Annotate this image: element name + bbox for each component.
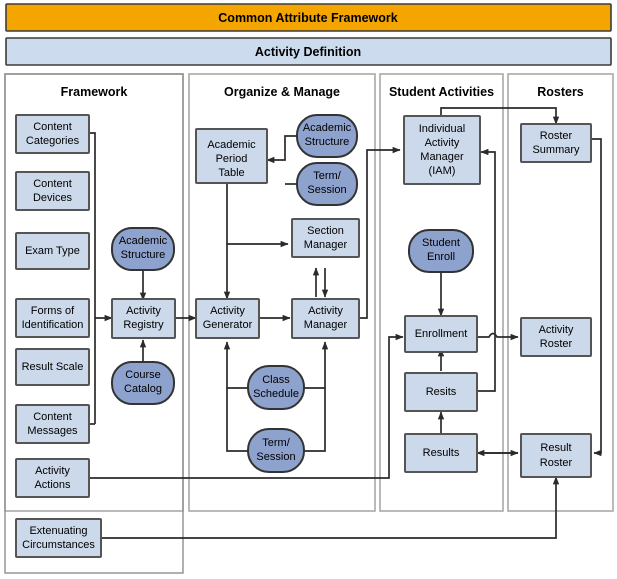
node-content-messages[interactable]: Content Messages <box>15 404 90 444</box>
node-label: Schedule <box>253 388 299 400</box>
node-class-schedule[interactable]: Class Schedule <box>247 365 305 410</box>
node-course-catalog[interactable]: Course Catalog <box>111 361 175 405</box>
node-label: (IAM) <box>429 165 456 177</box>
node-label: Summary <box>532 144 580 156</box>
node-label: Structure <box>121 249 166 261</box>
node-label: Session <box>307 184 346 196</box>
node-content-categories[interactable]: Content Categories <box>15 114 90 154</box>
node-enrollment[interactable]: Enrollment <box>404 315 478 353</box>
top-banner: Common Attribute Framework <box>5 3 612 32</box>
node-activity-registry[interactable]: Activity Registry <box>111 298 176 339</box>
node-label: Roster <box>540 338 573 350</box>
node-academic-structure-framework[interactable]: Academic Structure <box>111 227 175 271</box>
node-label: Manager <box>304 319 348 331</box>
node-label: Results <box>423 447 460 459</box>
panel-organize-title: Organize & Manage <box>224 85 340 99</box>
node-label: Academic <box>303 122 352 134</box>
node-label: Circumstances <box>22 539 95 551</box>
node-label: Manager <box>420 151 464 163</box>
node-section-manager[interactable]: Section Manager <box>291 218 360 258</box>
node-label: Activity <box>210 305 245 317</box>
node-label: Roster <box>540 457 573 469</box>
node-label: Class <box>262 374 290 386</box>
node-label: Catalog <box>124 383 162 395</box>
node-resits[interactable]: Resits <box>404 372 478 412</box>
node-label: Forms of <box>31 305 75 317</box>
node-term-session-top[interactable]: Term/ Session <box>296 162 358 206</box>
node-label: Activity <box>425 137 460 149</box>
node-result-scale[interactable]: Result Scale <box>15 348 90 386</box>
node-label: Extenuating <box>29 525 87 537</box>
panel-student-title: Student Activities <box>389 85 494 99</box>
node-label: Student <box>422 237 460 249</box>
node-content-devices[interactable]: Content Devices <box>15 171 90 211</box>
node-label: Roster <box>540 130 573 142</box>
node-roster-summary[interactable]: Roster Summary <box>520 123 592 163</box>
node-label: Messages <box>27 425 78 437</box>
panel-framework-title: Framework <box>61 85 128 99</box>
node-label: Period <box>216 153 248 165</box>
node-label: Academic <box>207 139 256 151</box>
node-label: Categories <box>26 135 80 147</box>
panel-rosters-title: Rosters <box>537 85 584 99</box>
node-label: Exam Type <box>25 245 80 257</box>
node-extenuating-circumstances[interactable]: Extenuating Circumstances <box>15 518 102 558</box>
node-label: Content <box>33 411 72 423</box>
node-label: Activity <box>308 305 343 317</box>
node-label: Activity <box>539 324 574 336</box>
node-label: Course <box>125 369 160 381</box>
node-activity-roster[interactable]: Activity Roster <box>520 317 592 357</box>
node-academic-period-table[interactable]: Academic Period Table <box>195 128 268 184</box>
subtitle-banner-title: Activity Definition <box>255 45 361 59</box>
top-banner-title: Common Attribute Framework <box>218 11 397 25</box>
node-label: Devices <box>33 192 73 204</box>
node-activity-actions[interactable]: Activity Actions <box>15 458 90 498</box>
node-label: Result Scale <box>22 361 84 373</box>
node-academic-structure-organize[interactable]: Academic Structure <box>296 114 358 158</box>
node-activity-manager[interactable]: Activity Manager <box>291 298 360 339</box>
node-term-session-bottom[interactable]: Term/ Session <box>247 428 305 473</box>
connectors <box>89 107 602 539</box>
node-label: Session <box>256 451 295 463</box>
node-label: Result <box>540 442 571 454</box>
node-label: Content <box>33 178 72 190</box>
node-label: Resits <box>426 386 457 398</box>
subtitle-banner: Activity Definition <box>5 37 612 66</box>
node-label: Activity <box>126 305 161 317</box>
node-label: Manager <box>304 239 348 251</box>
node-label: Identification <box>22 319 84 331</box>
node-results[interactable]: Results <box>404 433 478 473</box>
node-exam-type[interactable]: Exam Type <box>15 232 90 270</box>
node-activity-generator[interactable]: Activity Generator <box>195 298 260 339</box>
node-label: Content <box>33 121 72 133</box>
node-label: Actions <box>34 479 71 491</box>
node-label: Enrollment <box>415 328 468 340</box>
node-label: Enroll <box>427 251 455 263</box>
node-label: Generator <box>203 319 253 331</box>
node-student-enroll[interactable]: Student Enroll <box>408 229 474 273</box>
node-result-roster[interactable]: Result Roster <box>520 433 592 478</box>
node-label: Table <box>218 167 244 179</box>
node-label: Structure <box>305 136 350 148</box>
node-label: Section <box>307 225 344 237</box>
node-individual-activity-manager[interactable]: Individual Activity Manager (IAM) <box>403 115 481 185</box>
node-label: Term/ <box>313 170 341 182</box>
node-forms-of-identification[interactable]: Forms of Identification <box>15 298 90 338</box>
node-label: Academic <box>119 235 168 247</box>
node-label: Individual <box>419 123 465 135</box>
node-label: Registry <box>123 319 164 331</box>
node-label: Term/ <box>262 437 290 449</box>
node-label: Activity <box>35 465 70 477</box>
